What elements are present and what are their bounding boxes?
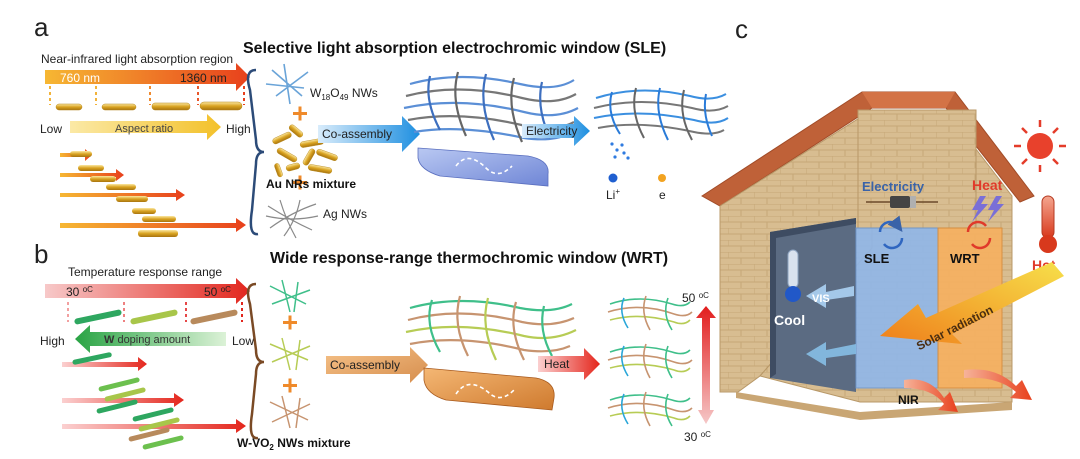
nir-range-arrow <box>45 63 250 91</box>
woven-mesh-b <box>405 295 577 361</box>
film-fold-line-b <box>455 383 515 399</box>
cool-thermometer-icon <box>785 249 801 302</box>
vis-arrow <box>806 284 854 308</box>
doping-amount-arrow <box>75 325 226 353</box>
range-end-1360: 1360 nm <box>180 71 227 85</box>
ions-cluster <box>610 142 630 160</box>
legend-li-ion: Li+ <box>606 187 620 202</box>
vis-arrow-lower <box>806 342 856 366</box>
co-assembly-arrow-b <box>326 347 428 383</box>
component-ag-nws: Ag NWs <box>323 207 367 221</box>
temp-range-start: 30 oC <box>66 285 93 299</box>
sun-icon <box>1014 120 1066 172</box>
co-assembly-arrow-a <box>318 116 420 152</box>
co-assembly-label-b: Co-assembly <box>330 358 400 372</box>
heat-label-b: Heat <box>544 357 570 371</box>
doping-label: W doping amount <box>104 334 190 346</box>
battery-icon <box>866 196 938 208</box>
heat-label-c: Heat <box>972 177 1003 193</box>
window-interior-side <box>770 218 856 378</box>
electron-dot <box>658 174 666 182</box>
vo2-rod-arrow-groups <box>62 352 246 450</box>
film-fold-line <box>455 157 513 175</box>
vo2-mixture-label: W-VO2 NWs mixture <box>237 436 351 452</box>
au-rods-row <box>55 101 243 111</box>
roof-top-face <box>862 92 955 108</box>
nir-arrow-left <box>904 379 958 412</box>
ag-nanowires-icon <box>265 199 319 239</box>
temp-range-end: 50 oC <box>204 285 231 299</box>
temperature-range-arrow <box>45 278 250 304</box>
refresh-icon-sle <box>878 215 904 250</box>
doping-high: High <box>40 334 65 348</box>
li-ion-dot <box>608 173 618 183</box>
vo2-nanowires-green-icon <box>269 279 311 313</box>
w18o49-nanowires-icon <box>265 63 309 105</box>
house-gable <box>857 109 977 229</box>
hot-thermometer-icon <box>1039 195 1057 253</box>
blue-film-sheet <box>417 147 549 187</box>
plus-icon <box>293 106 307 190</box>
rod-arrow-groups <box>60 149 246 237</box>
doping-low: Low <box>232 334 254 348</box>
small-mesh-stack <box>607 295 693 427</box>
co-assembly-label-a: Co-assembly <box>322 127 392 141</box>
aspect-high: High <box>226 122 251 136</box>
cool-label: Cool <box>774 312 805 328</box>
temp-high-label: 50 oC <box>682 291 709 305</box>
house-base <box>736 392 1012 420</box>
electricity-label-a: Electricity <box>526 124 577 138</box>
electricity-label-c: Electricity <box>862 179 925 194</box>
panel-b-letter: b <box>34 239 48 269</box>
refresh-icon-wrt <box>966 220 992 250</box>
panel-b-title: Wide response-range thermochromic window… <box>270 250 668 267</box>
vis-label: VIS <box>812 293 830 305</box>
brace-a <box>246 68 265 236</box>
nir-label: NIR <box>898 393 919 407</box>
vo2-rods-row <box>74 309 238 325</box>
aspect-label: Aspect ratio <box>115 123 173 135</box>
au-nanorods-cluster <box>272 124 338 178</box>
plus-icon-b <box>283 315 297 393</box>
panel-a-range-label: Near-infrared light absorption region <box>41 52 233 66</box>
panel-a-letter: a <box>34 12 49 42</box>
au-mixture-label: Au NRs mixture <box>266 177 356 191</box>
aspect-ratio-arrow <box>70 114 221 140</box>
panel-b-range-label: Temperature response range <box>68 265 222 279</box>
sle-label-c: SLE <box>864 251 890 266</box>
brace-b <box>246 282 265 440</box>
wrt-label-c: WRT <box>950 251 980 266</box>
temperature-vertical-arrow <box>696 306 716 424</box>
component-w18o49: W18O49 NWs <box>310 86 378 102</box>
legend-electron: e <box>659 188 666 202</box>
lightning-icon <box>972 196 1004 222</box>
sle-window-panel <box>855 227 939 389</box>
vo2-nanowires-brown-icon <box>269 395 311 429</box>
temp-low-label: 30 oC <box>684 430 711 444</box>
heat-arrow <box>538 348 600 380</box>
orange-film-sheet <box>423 367 555 411</box>
range-start-760: 760 nm <box>60 71 100 85</box>
woven-mesh-a-colored <box>593 87 729 141</box>
solar-radiation-arrow <box>880 262 1064 344</box>
nir-arrow-right <box>964 369 1032 400</box>
aspect-low: Low <box>40 122 62 136</box>
panel-c-letter: c <box>735 14 748 44</box>
vo2-nanowires-yellow-icon <box>269 337 311 371</box>
electricity-arrow <box>522 116 590 146</box>
window-interior <box>770 218 856 392</box>
panel-a-title: Selective light absorption electrochromi… <box>243 40 666 57</box>
